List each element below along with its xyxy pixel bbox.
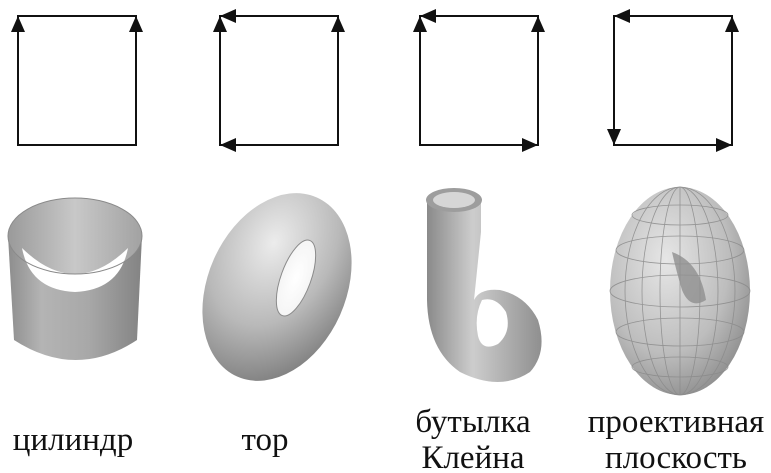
arrow-right-klein-bottle — [531, 16, 545, 32]
arrow-right-cylinder — [129, 16, 143, 32]
arrow-bottom-projective-plane — [716, 138, 732, 152]
arrow-right-torus — [331, 16, 345, 32]
label-projective-line1: проективная — [588, 404, 764, 440]
label-klein-line1: бутылка — [415, 404, 531, 440]
square-torus — [213, 9, 345, 152]
square-projective-plane — [607, 9, 739, 152]
label-projective-line2: плоскость — [605, 440, 747, 473]
square-klein-bottle — [413, 9, 545, 152]
arrow-left-klein-bottle — [413, 16, 427, 32]
arrow-left-projective-plane — [607, 129, 621, 145]
square-outline-torus — [220, 16, 338, 145]
arrow-left-torus — [213, 16, 227, 32]
arrow-top-projective-plane — [614, 9, 630, 23]
fundamental-polygons — [11, 9, 739, 152]
arrow-bottom-torus — [220, 138, 236, 152]
klein-bottle-surface — [426, 188, 542, 382]
labels: цилиндр тор бутылка Клейна проективная п… — [13, 404, 764, 473]
square-outline-cylinder — [18, 16, 136, 145]
label-torus: тор — [242, 422, 289, 458]
label-klein-line2: Клейна — [421, 440, 524, 473]
torus-surface — [174, 169, 380, 404]
arrow-top-klein-bottle — [420, 9, 436, 23]
cylinder-surface — [8, 198, 142, 360]
arrow-top-torus — [220, 9, 236, 23]
square-cylinder — [11, 16, 143, 145]
projective-plane-surface — [610, 187, 750, 395]
square-outline-klein-bottle — [420, 16, 538, 145]
arrow-bottom-klein-bottle — [522, 138, 538, 152]
label-cylinder: цилиндр — [13, 422, 133, 458]
square-outline-projective-plane — [614, 16, 732, 145]
arrow-left-cylinder — [11, 16, 25, 32]
arrow-right-projective-plane — [725, 16, 739, 32]
